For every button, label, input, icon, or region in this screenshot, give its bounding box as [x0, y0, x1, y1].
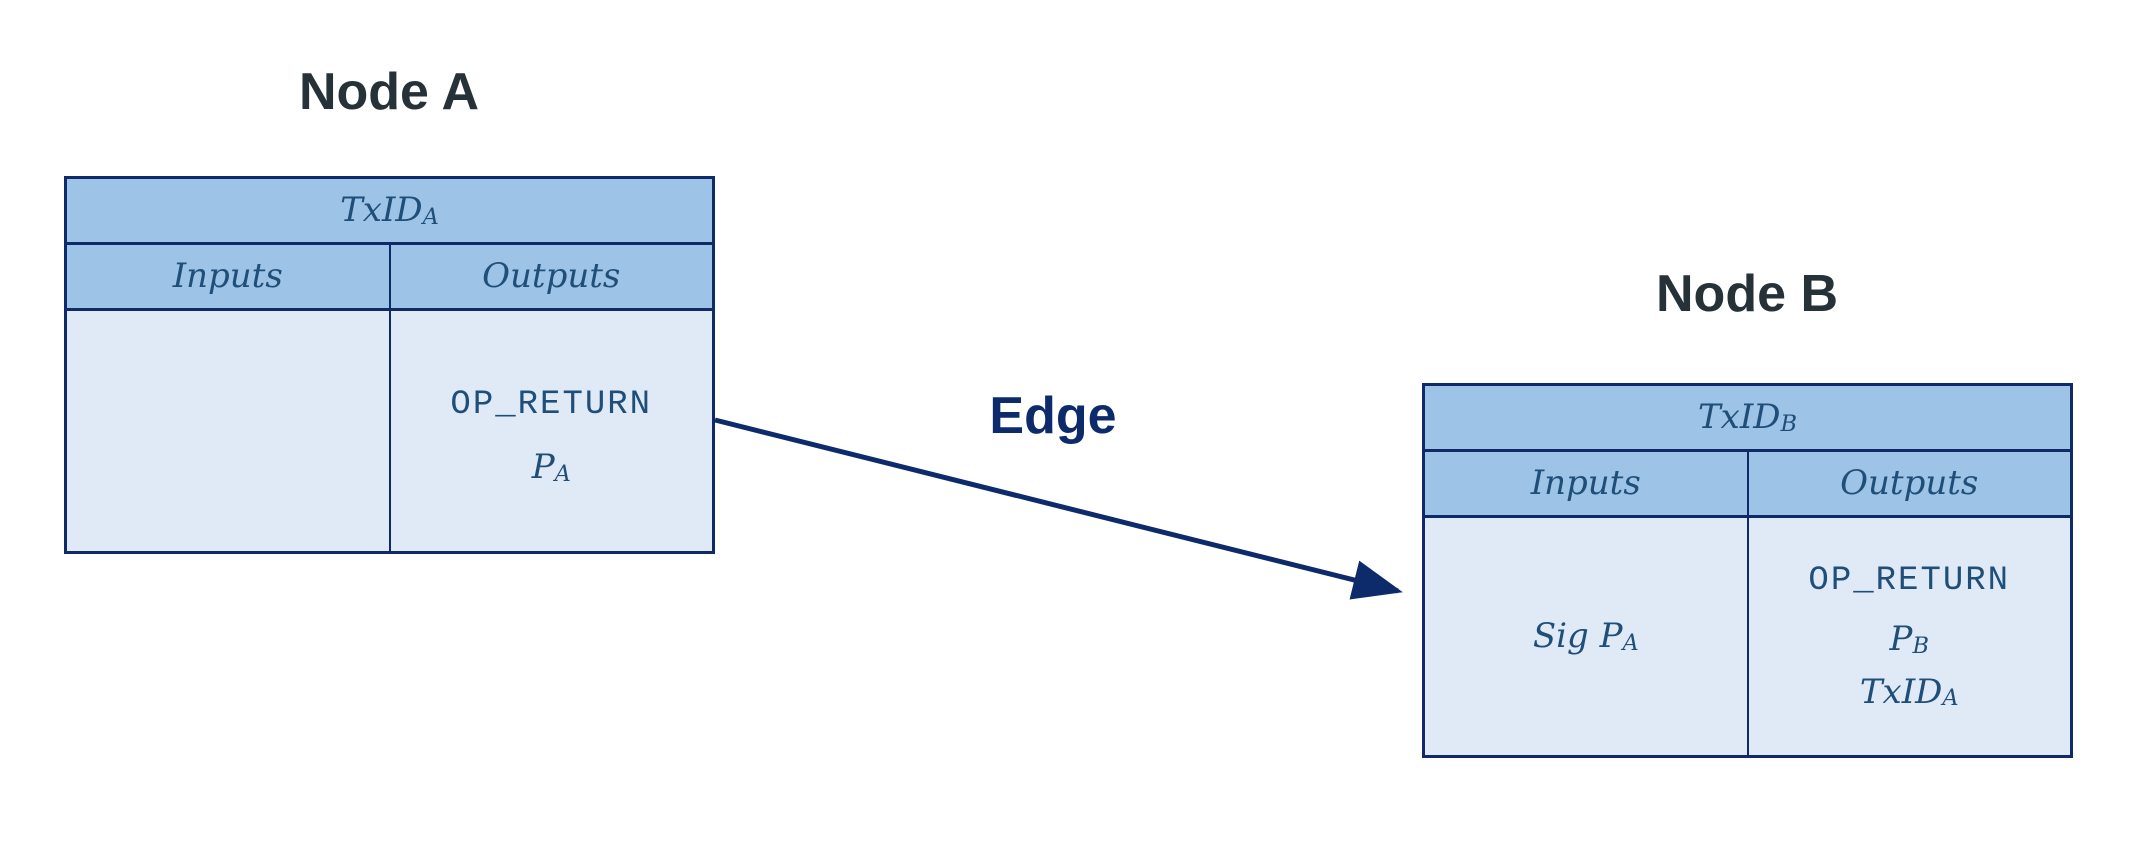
node-b-title: Node B [1656, 265, 1838, 323]
node-a-title: Node A [298, 63, 480, 121]
tx-a-outputs-header: Outputs [482, 256, 621, 297]
tx-a-column-headers: Inputs Outputs [67, 245, 712, 311]
tx-a-inputs-cell [67, 311, 391, 551]
tx-b-body: Sig PA OP_RETURN PB TxIDA [1425, 518, 2070, 755]
tx-b-pubkey: PB [1889, 619, 1929, 660]
tx-b-outputs-cell: OP_RETURN PB TxIDA [1749, 518, 2071, 755]
node-b-transaction: TxIDB Inputs Outputs Sig PA OP_RETURN PB… [1422, 383, 2073, 758]
tx-a-pubkey: PA [531, 447, 571, 487]
tx-b-op-return: OP_RETURN [1808, 562, 2011, 601]
tx-b-inputs-header: Inputs [1425, 452, 1749, 515]
edge-label: Edge [989, 387, 1117, 445]
tx-b-outputs-header: Outputs [1840, 463, 1979, 504]
tx-a-header: TxIDA [67, 179, 712, 245]
tx-b-prev-txid: TxIDA [1859, 671, 1959, 712]
tx-a-op-return: OP_RETURN [450, 385, 653, 424]
edge-line [714, 417, 1403, 600]
tx-a-outputs-cell: OP_RETURN PA [391, 311, 713, 551]
tx-a-inputs-header: Inputs [67, 245, 391, 308]
tx-a-id: TxIDA [340, 190, 439, 231]
tx-b-column-headers: Inputs Outputs [1425, 452, 2070, 518]
tx-b-header: TxIDB [1425, 386, 2070, 452]
node-a-transaction: TxIDA Inputs Outputs OP_RETURN PA [64, 176, 715, 554]
tx-b-inputs-cell: Sig PA [1425, 518, 1749, 755]
tx-b-id: TxIDB [1697, 397, 1798, 438]
tx-a-body: OP_RETURN PA [67, 311, 712, 551]
tx-b-signature: Sig PA [1532, 616, 1639, 657]
